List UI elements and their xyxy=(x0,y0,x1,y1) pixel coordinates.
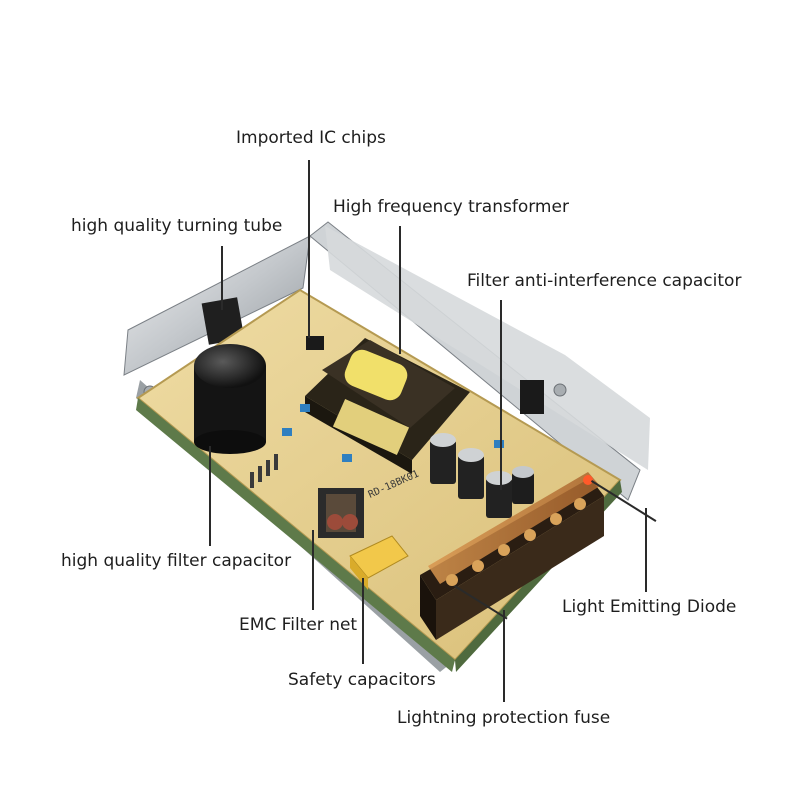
label-ic-chips: Imported IC chips xyxy=(236,128,386,148)
leader-fuse xyxy=(503,610,505,702)
label-filter-capacitor: high quality filter capacitor xyxy=(61,551,292,571)
leader-safety xyxy=(362,578,364,664)
label-turning-tube: high quality turning tube xyxy=(71,216,283,236)
label-led: Light Emitting Diode xyxy=(562,597,737,617)
leader-ic-chips xyxy=(308,160,310,338)
filter-capacitor-large xyxy=(194,344,266,454)
leader-transformer xyxy=(399,226,401,354)
label-filter-ai-capacitor: Filter anti-interference capacitor xyxy=(467,271,742,291)
leader-filter-capacitor xyxy=(209,446,211,546)
label-fuse: Lightning protection fuse xyxy=(397,708,611,728)
leader-led xyxy=(645,508,647,592)
label-emc-filter: EMC Filter net xyxy=(239,615,358,635)
terminal-block xyxy=(420,472,604,640)
label-transformer: High frequency transformer xyxy=(333,197,569,217)
safety-capacitor xyxy=(349,535,409,590)
label-safety-capacitors: Safety capacitors xyxy=(288,670,436,690)
emc-filter-inductor xyxy=(318,488,364,538)
leader-filter-ai-capacitor xyxy=(500,300,502,490)
small-components xyxy=(250,336,593,488)
filter-capacitors-small xyxy=(430,433,534,518)
leader-turning-tube xyxy=(221,246,223,310)
transformer xyxy=(305,338,470,474)
leader-emc xyxy=(312,530,314,610)
